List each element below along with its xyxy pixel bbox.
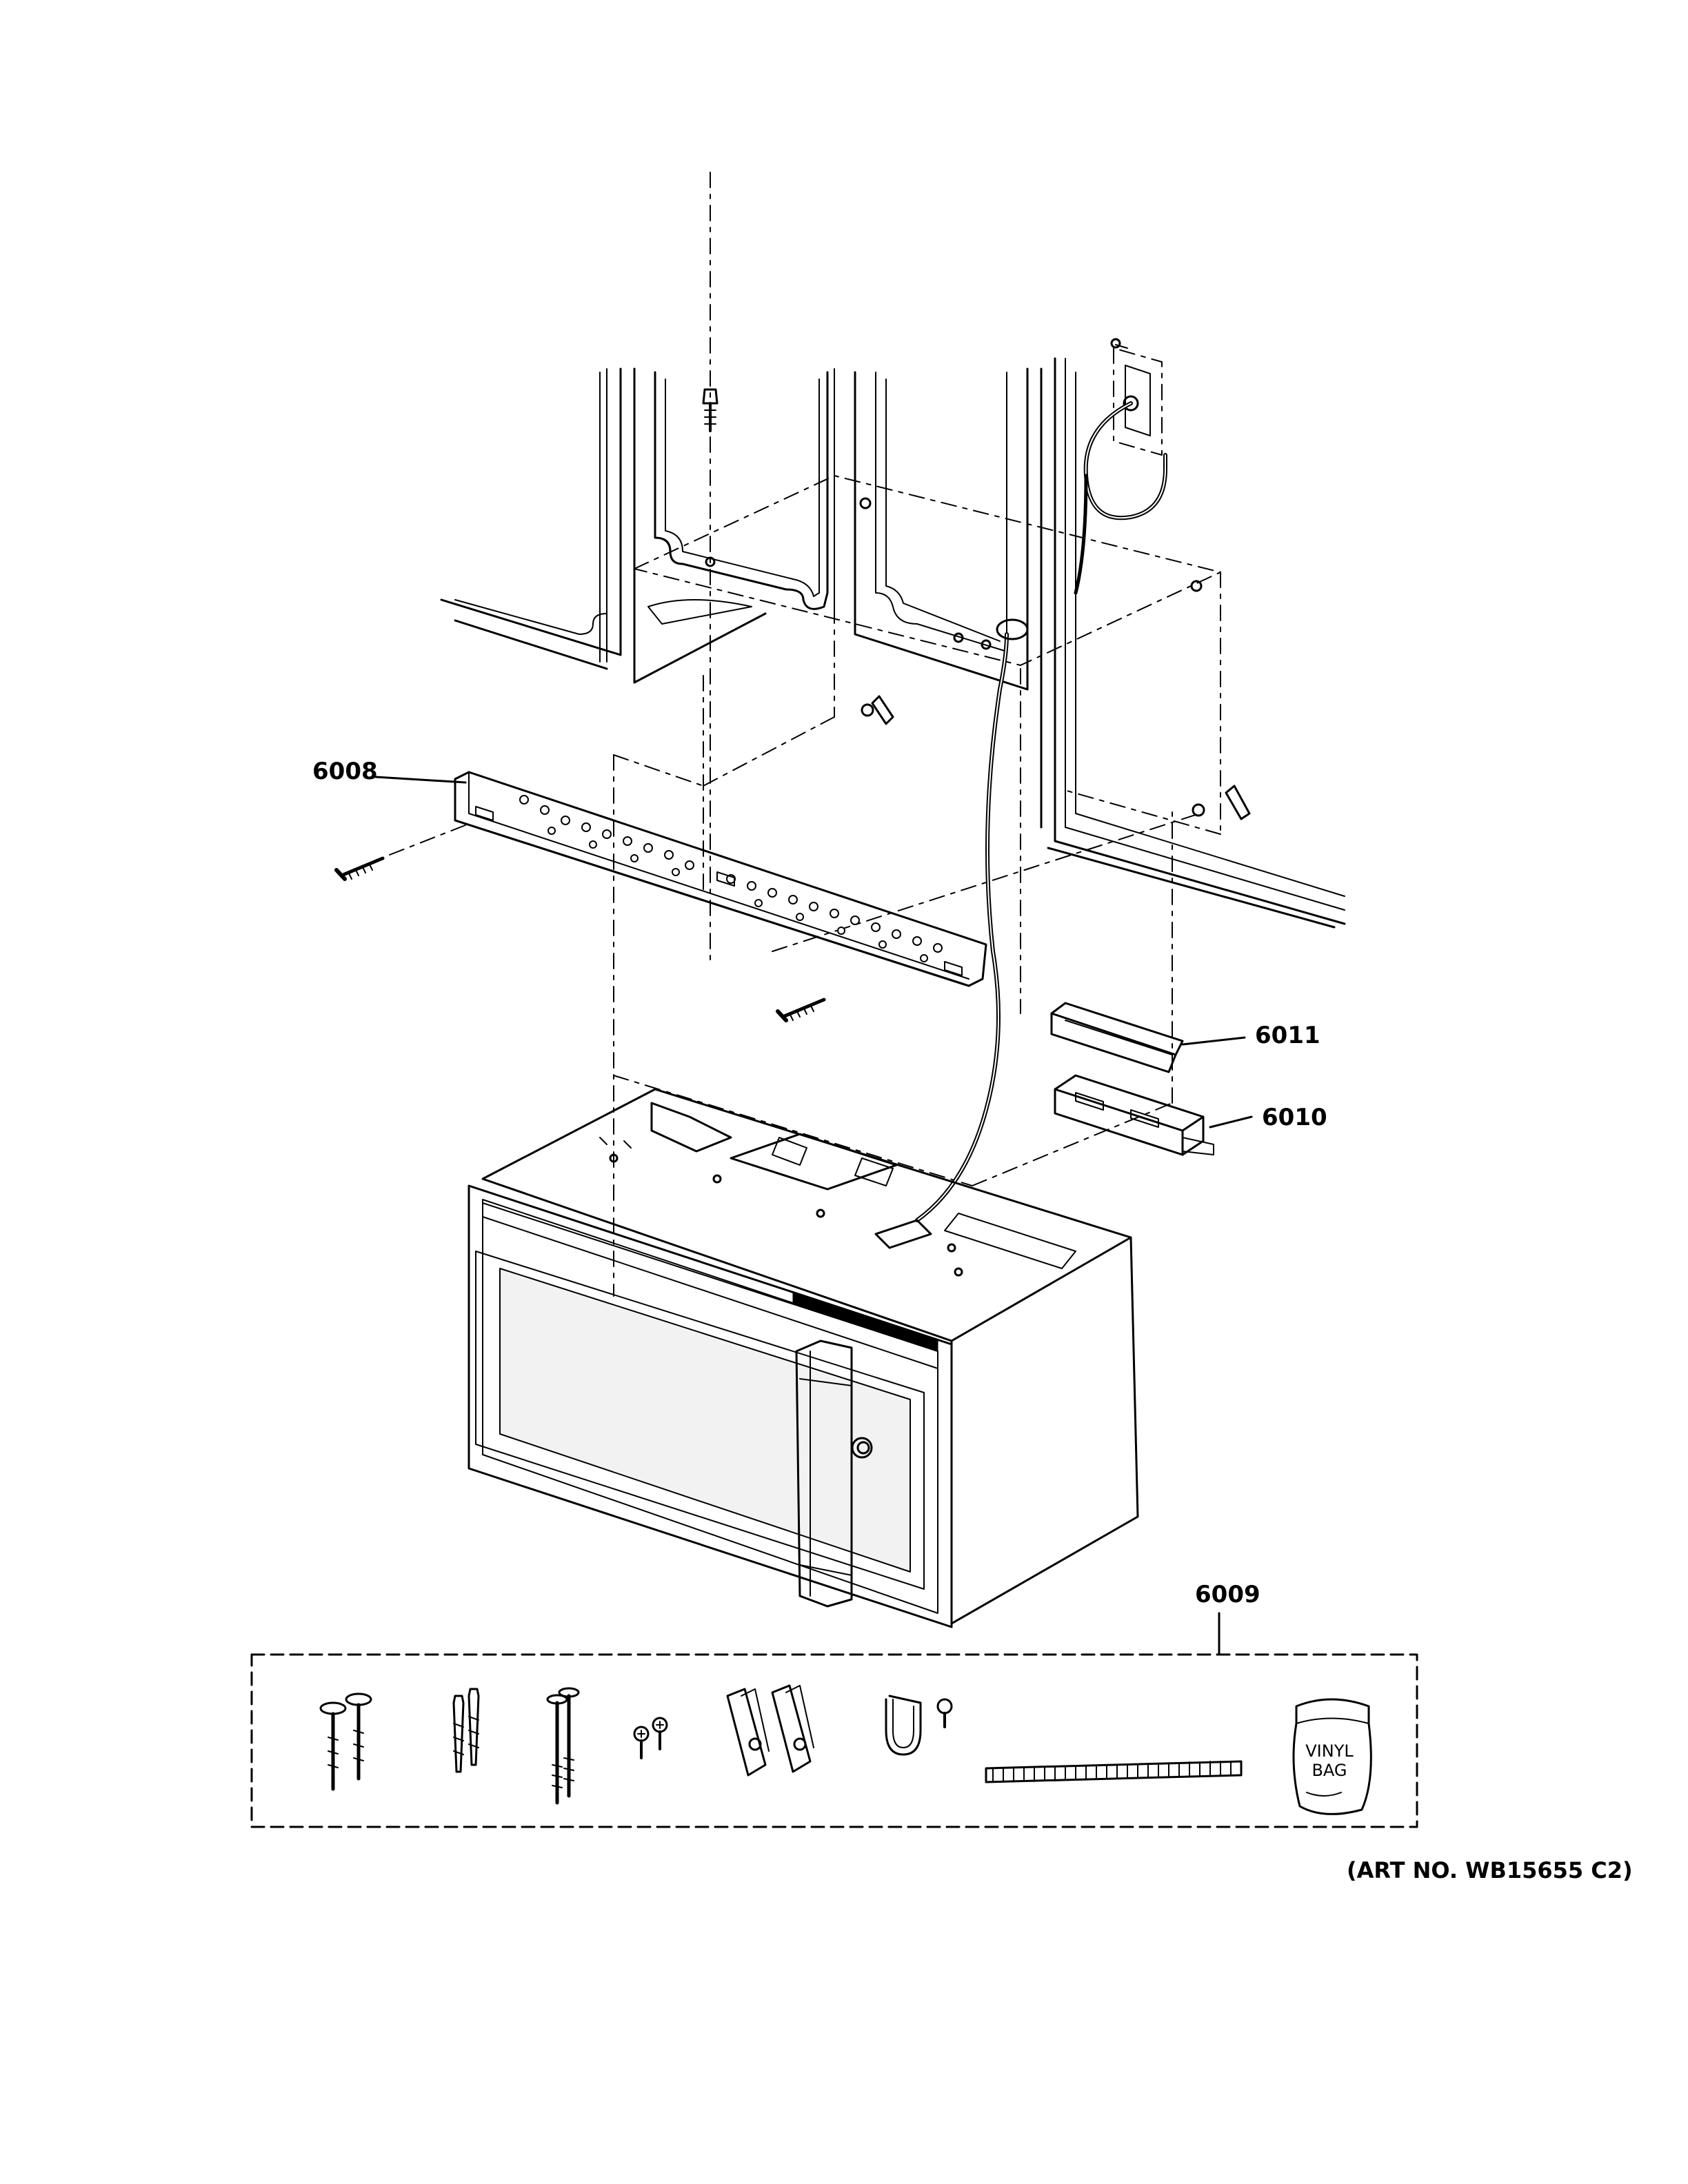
vinyl-bag-label: BAG xyxy=(1312,1761,1347,1780)
toggle-bolt-icon xyxy=(861,695,1251,820)
wall-outlet xyxy=(1110,338,1163,456)
damper-part xyxy=(1050,1002,1184,1073)
kit-vinyl-bag-icon: VINYL BAG xyxy=(1292,1698,1372,1815)
cabinet-holes xyxy=(705,497,1203,650)
kit-toggle-wings-icon xyxy=(726,1684,814,1777)
kit-long-bolts-icon xyxy=(546,1687,580,1805)
kit-small-screws-icon xyxy=(633,1717,668,1759)
part-callout-6010: 6010 xyxy=(1262,1104,1327,1131)
kit-anchor-bolts-icon xyxy=(452,1688,480,1773)
mounting-plate xyxy=(454,771,987,987)
kit-screws-icon xyxy=(319,1692,372,1791)
top-bolt-icon xyxy=(702,388,719,432)
vinyl-bag-label: VINYL xyxy=(1305,1741,1354,1761)
install-kit-box xyxy=(250,1612,1418,1828)
microwave-oven xyxy=(468,1088,1139,1628)
part-callout-6008: 6008 xyxy=(312,758,378,785)
ceiling-outline-dashed xyxy=(613,172,1221,1297)
wall-cabinets xyxy=(440,357,1346,929)
power-cord xyxy=(915,401,1167,1222)
part-callout-6011: 6011 xyxy=(1255,1022,1320,1049)
kit-cord-clamp-icon xyxy=(885,1695,953,1756)
leader-lines xyxy=(374,776,1253,1129)
screw-icon xyxy=(334,823,826,1022)
duct-connector-part xyxy=(1054,1074,1214,1156)
kit-spring-icon xyxy=(985,1760,1243,1783)
art-number: (ART NO. WB15655 C2) xyxy=(1347,1857,1633,1883)
part-callout-6009: 6009 xyxy=(1195,1581,1260,1608)
